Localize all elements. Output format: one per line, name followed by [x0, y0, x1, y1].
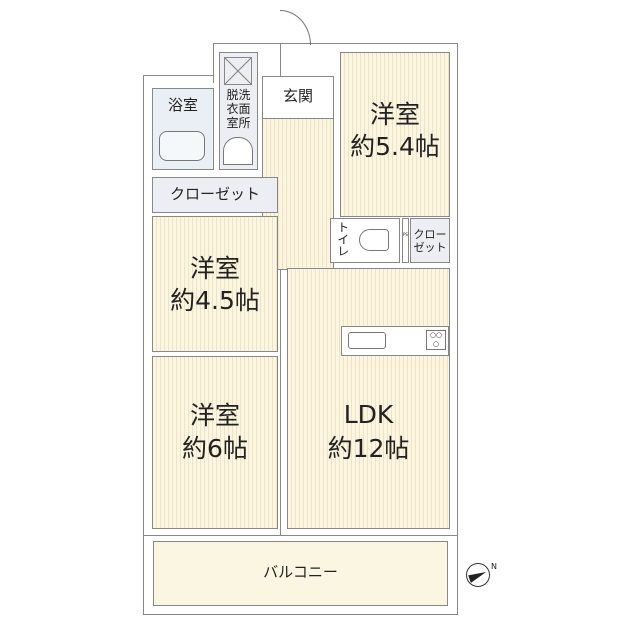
room-name: 洋室 — [189, 401, 240, 430]
washer-icon — [224, 57, 252, 85]
north-arrow-icon — [466, 563, 490, 587]
sink-icon — [223, 137, 253, 165]
closet: クローゼット — [152, 177, 278, 213]
room-size: 約12帖 — [327, 434, 410, 463]
balcony-label: バルコニー — [263, 563, 338, 581]
western-room-6: 洋室 約6帖 — [152, 356, 278, 529]
stove-icon: ○○○ — [426, 330, 446, 350]
room-size: 約5.4帖 — [350, 132, 440, 161]
room-name: 洋室 — [369, 100, 420, 129]
balcony: バルコニー — [153, 541, 448, 606]
washroom-label: 脱洗 衣面 室所 — [226, 88, 251, 130]
bathtub-icon — [159, 131, 205, 161]
ps-label: PS — [403, 232, 408, 237]
room-size: 約4.5帖 — [170, 286, 260, 315]
bath-label: 浴室 — [167, 96, 198, 114]
small-closet-label: クロー ゼット — [413, 228, 447, 254]
sink-icon — [348, 332, 386, 349]
room-name: LDK — [343, 400, 394, 429]
western-room-4-5: 洋室 約4.5帖 — [152, 216, 278, 352]
north-label: N — [491, 562, 497, 571]
entrance-label: 玄関 — [282, 87, 313, 105]
entrance-door — [280, 10, 311, 45]
western-room-5-4: 洋室 約5.4帖 — [340, 52, 450, 217]
closet-label: クローゼット — [169, 185, 260, 203]
small-closet: クロー ゼット — [410, 218, 450, 263]
room-size: 約6帖 — [182, 434, 248, 463]
ldk: ○○○ LDK 約12帖 — [287, 268, 450, 529]
toilet: トイレ — [330, 218, 400, 263]
entrance: 玄関 — [262, 76, 334, 119]
toilet-icon — [359, 229, 389, 251]
kitchen-counter: ○○○ — [341, 326, 449, 356]
washroom: 脱洗 衣面 室所 — [219, 52, 258, 170]
pipe-space: PS — [402, 218, 409, 263]
room-name: 洋室 — [189, 254, 240, 283]
toilet-label: トイレ — [335, 221, 350, 257]
bath-room: 浴室 — [152, 88, 214, 170]
